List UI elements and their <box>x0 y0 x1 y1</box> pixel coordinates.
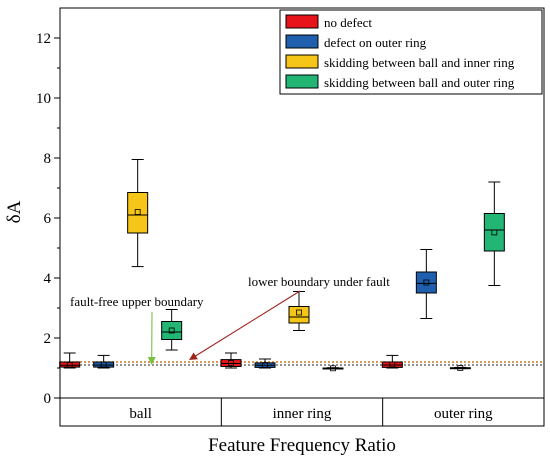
annotation-arrow-red <box>188 290 301 361</box>
annotation-fault-free-upper-boundary: fault-free upper boundary <box>70 294 204 309</box>
category-axis-frame <box>59 397 545 427</box>
iqr-box <box>127 192 149 234</box>
legend-swatch <box>285 14 319 29</box>
mean-marker <box>330 365 336 372</box>
annotation-lower-boundary-under-fault: lower boundary under fault <box>248 274 390 289</box>
box-plot-1-2 <box>288 291 310 331</box>
box-plot-2-3 <box>483 181 505 286</box>
mean-marker <box>423 279 430 286</box>
legend-box <box>279 9 543 95</box>
iqr-box <box>415 271 437 294</box>
x-category-label: inner ring <box>273 406 332 422</box>
box-plot-2-2 <box>449 365 471 371</box>
mean-marker <box>168 327 175 334</box>
y-tick-label: 6 <box>44 211 52 227</box>
box-plot-1-0 <box>220 352 242 369</box>
x-category-label: ball <box>129 406 152 422</box>
iqr-box <box>483 213 505 252</box>
legend-label: no defect <box>324 15 372 30</box>
y-axis-title: δA <box>4 200 25 223</box>
y-tick-label: 4 <box>44 271 52 287</box>
box-plot-1-3 <box>322 365 344 372</box>
y-tick-label: 2 <box>44 331 52 347</box>
box-plot-0-1 <box>93 354 115 369</box>
box-plot-2-1 <box>415 249 437 319</box>
legend-label: skidding between ball and outer ring <box>324 75 515 90</box>
mean-marker <box>100 361 107 368</box>
mean-marker <box>262 362 268 368</box>
mean-marker <box>134 209 141 215</box>
y-tick-label: 8 <box>44 151 52 167</box>
y-tick-label: 12 <box>36 31 51 47</box>
legend-swatch <box>285 34 319 49</box>
mean-marker <box>457 365 464 371</box>
box-plot-0-2 <box>127 159 149 268</box>
legend-swatch <box>285 74 319 89</box>
legend-swatch <box>285 54 319 69</box>
mean-marker <box>66 362 73 368</box>
x-category-label: outer ring <box>434 406 493 422</box>
y-tick-label: 10 <box>36 91 51 107</box>
legend-label: skidding between ball and inner ring <box>324 55 515 70</box>
legend-label: defect on outer ring <box>324 35 427 50</box>
mean-marker <box>491 229 498 236</box>
box-plot-2-0 <box>381 354 403 369</box>
x-axis-title: Feature Frequency Ratio <box>208 435 396 456</box>
y-tick-label: 0 <box>44 391 52 407</box>
mean-marker <box>228 359 234 366</box>
mean-marker <box>389 361 396 368</box>
iqr-box <box>161 321 183 340</box>
box-plot-0-0 <box>59 352 81 369</box>
mean-marker <box>296 309 302 316</box>
box-plot-0-3 <box>161 309 183 351</box>
box-plot-1-1 <box>254 358 276 369</box>
